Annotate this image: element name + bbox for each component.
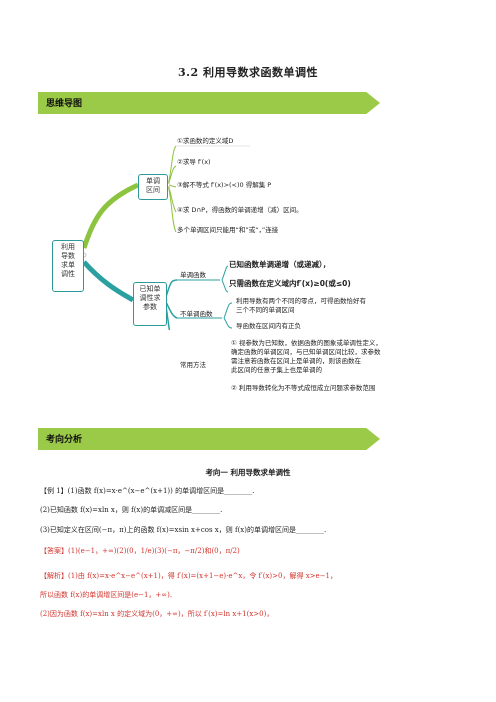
method-text-3: 需注意若函数在区间上是单调的，则该函数在: [231, 357, 361, 365]
sub-nonmonotone-text-2: 三个不同的单调区间: [236, 306, 295, 314]
method-text-4: 此区间的任意子集上也是单调的: [231, 366, 322, 374]
sub-nonmonotone: 不单调函数: [180, 310, 213, 318]
sub-method: 常用方法: [180, 361, 206, 369]
mindmap-banner-label: 思维导图: [46, 99, 83, 109]
sub-nonmonotone-text-1: 利用导数有两个不同的零点，可得函数恰好有: [236, 297, 366, 305]
analysis-line-3: (2)因为函数 f(x)=xln x 的定义域为(0，+∞)，所以 f′(x)=…: [40, 610, 274, 618]
sub-monotone: 单调函数: [180, 271, 206, 279]
interval-step-2: ②求导 f′(x): [177, 158, 211, 166]
mindmap-root: 利用导数求单调性: [52, 240, 84, 292]
mindmap-banner: 思维导图: [38, 92, 380, 114]
interval-step-4: ④求 D∩P，得函数的单调递增（减）区间。: [177, 206, 303, 214]
answer-line: 【答案】(1)(e−1，+∞)(2)(0，1/e)(3)(−π，−π/2)和(0…: [40, 547, 240, 555]
connector-interval-steps: [167, 145, 177, 233]
interval-step-5: 多个单调区间只能用“和”或“，”连接: [177, 226, 279, 234]
connector-root-interval: [81, 182, 140, 249]
example-line-2: (2)已知函数 f(x)=xln x，则 f(x)的单调减区间是________…: [40, 506, 223, 514]
analysis-line-1: 【解析】(1)由 f(x)=x·e^x−e^(x+1)，得 f′(x)=(x+1…: [40, 572, 337, 580]
method-text-2: 确定函数的单调区间，与已知单调区间比较，求参数: [231, 348, 381, 356]
analysis-line-2: 所以函数 f(x)的单调增区间是(e−1，+∞).: [40, 591, 173, 599]
mindmap-root-label: 利用导数求单调性: [61, 243, 75, 278]
analysis-banner-label: 考向分析: [46, 435, 83, 445]
sub-monotone-text-2: 只需函数在定义域内f′(x)≥0(或≤0): [229, 279, 351, 288]
section-heading: 考向一 利用导数求单调性: [205, 468, 291, 477]
mindmap-branch-param: 已知单调性求参数: [133, 282, 167, 326]
page-title: 3.2 利用导数求函数单调性: [178, 66, 318, 79]
analysis-banner: 考向分析: [38, 428, 380, 450]
connector-root-param: [82, 260, 135, 303]
sub-nonmonotone-text-3: 导函数在区间内有正负: [236, 322, 301, 330]
interval-step-1: ①求函数的定义域D: [177, 137, 234, 145]
mindmap-branch-interval: 单调区间: [138, 174, 168, 200]
method-text-1: ① 视参数为已知数，依据函数的图象或单调性定义，: [231, 339, 382, 347]
branch-interval-label: 单调区间: [146, 177, 160, 194]
method-text-5: ② 利用导数转化为不等式成恒成立问题求参数范围: [231, 384, 376, 392]
example-line-3: (3)已知定义在区间(−π，π)上的函数 f(x)=xsin x+cos x，则…: [40, 526, 327, 534]
branch-param-label: 已知单调性求参数: [139, 285, 161, 311]
interval-step-3: ③解不等式 f′(x)>(<)0 得解集 P: [177, 181, 272, 189]
sub-monotone-text-1: 已知函数单调递增（或递减），: [229, 260, 331, 269]
example-line-1: 【例 1】(1)函数 f(x)=x·e^(x−e^(x+1)) 的单调增区间是_…: [40, 487, 255, 495]
